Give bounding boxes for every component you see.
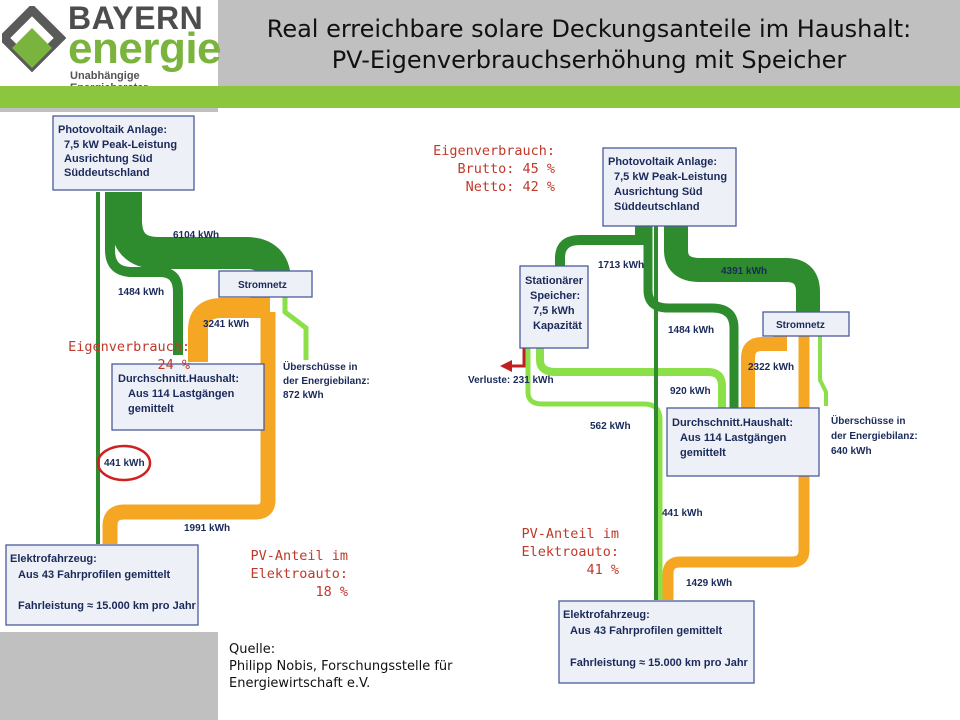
right-house-line-2: gemittelt — [680, 447, 726, 459]
right-storage-line-1: Speicher: — [530, 290, 580, 302]
right-flow-2322 — [741, 336, 787, 408]
left-annot-ev-1: Elektroauto: — [250, 566, 348, 582]
right-storage-line-2: 7,5 kWh — [533, 305, 575, 317]
left-house-line-1: Aus 114 Lastgängen — [128, 388, 235, 400]
left-label-3241: 3241 kWh — [203, 319, 249, 330]
left-pv-line-2: Ausrichtung Süd — [64, 153, 153, 165]
right-annot-self-0: Eigenverbrauch: — [433, 143, 555, 159]
right-surplus-2: 640 kWh — [831, 446, 872, 457]
left-surplus-0: Überschüsse in — [283, 360, 357, 373]
accent-bar — [0, 86, 960, 108]
right-annot-ev-1: Elektroauto: — [521, 544, 619, 560]
right-pv-line-2: Ausrichtung Süd — [614, 186, 703, 198]
right-flow-surplus — [818, 336, 828, 406]
left-flow-1991 — [102, 312, 276, 544]
right-flow-4391 — [664, 226, 820, 314]
left-house-line-0: Durchschnitt.Haushalt: — [118, 373, 239, 385]
left-annot-self-1: 24 % — [157, 357, 190, 373]
left-flow-1484 — [105, 192, 183, 355]
left-flow-6104 — [110, 192, 291, 284]
right-storage-line-3: Kapazität — [533, 320, 582, 332]
right-pv-line-3: Süddeutschland — [614, 201, 700, 213]
right-label-441: 441 kWh — [662, 508, 703, 519]
right-label-1713: 1713 kWh — [598, 260, 644, 271]
left-label-6104: 6104 kWh — [173, 230, 219, 241]
left-highlight-ring — [96, 444, 152, 482]
right-flow-562 — [525, 346, 663, 600]
right-pv-line-1: 7,5 kW Peak-Leistung — [614, 171, 727, 183]
source-line-0: Quelle: — [229, 642, 276, 657]
left-ev-line-1: Aus 43 Fahrprofilen gemittelt — [18, 569, 171, 581]
right-surplus-1: der Energiebilanz: — [831, 431, 918, 442]
left-grid-box — [218, 270, 313, 298]
left-label-1991: 1991 kWh — [184, 523, 230, 534]
left-house-line-2: gemittelt — [128, 403, 174, 415]
left-annot-ev-0: PV-Anteil im — [250, 548, 348, 564]
left-annot-ev-2: 18 % — [315, 584, 348, 600]
right-annot-self-1: Brutto: 45 % — [457, 161, 555, 177]
right-flow-1429 — [662, 336, 810, 600]
right-pv-box — [602, 147, 737, 227]
right-label-4391: 4391 kWh — [721, 266, 767, 277]
left-pv-line-1: 7,5 kW Peak-Leistung — [64, 139, 177, 151]
left-label-441: 441 kWh — [104, 458, 145, 469]
left-pv-line-3: Süddeutschland — [64, 167, 150, 179]
right-label-losses: Verluste: 231 kWh — [468, 375, 554, 386]
right-diagram: Photovoltaik Anlage: 7,5 kW Peak-Leistun… — [433, 143, 918, 684]
right-label-1484: 1484 kWh — [668, 325, 714, 336]
right-grid-box — [762, 311, 850, 337]
left-surplus-2: 872 kWh — [283, 390, 324, 401]
logo: BAYERN energie Unabhängige Energieberate… — [0, 0, 222, 94]
right-label-2322: 2322 kWh — [748, 362, 794, 373]
right-ev-line-1: Aus 43 Fahrprofilen gemittelt — [570, 625, 723, 637]
logo-text-bayern: BAYERN — [68, 0, 204, 36]
left-annot-self-0: Eigenverbrauch: — [68, 339, 190, 355]
title-line-2: PV-Eigenverbrauchserhöhung mit Speicher — [331, 46, 847, 74]
right-ev-box — [558, 600, 755, 684]
right-label-562: 562 kWh — [590, 421, 631, 432]
left-ev-line-0: Elektrofahrzeug: — [10, 553, 97, 565]
right-surplus-0: Überschüsse in — [831, 414, 905, 427]
right-annot-self-2: Netto: 42 % — [466, 179, 555, 195]
right-annot-ev-0: PV-Anteil im — [521, 526, 619, 542]
logo-diamond-icon — [2, 6, 66, 73]
logo-text-energie: energie — [68, 24, 222, 73]
right-house-line-1: Aus 114 Lastgängen — [680, 432, 787, 444]
page-title: Real erreichbare solare Deckungsanteile … — [218, 14, 960, 76]
right-flow-1484 — [643, 226, 739, 408]
left-label-1484: 1484 kWh — [118, 287, 164, 298]
right-house-box — [666, 407, 820, 477]
left-ev-line-2: Fahrleistung ≈ 15.000 km pro Jahr — [18, 600, 197, 612]
right-label-920: 920 kWh — [670, 386, 711, 397]
left-flow-surplus — [282, 296, 309, 360]
left-grid-label: Stromnetz — [238, 280, 287, 291]
right-ev-line-0: Elektrofahrzeug: — [563, 609, 650, 621]
left-pv-box — [52, 115, 195, 191]
right-label-1429: 1429 kWh — [686, 578, 732, 589]
title-line-1: Real erreichbare solare Deckungsanteile … — [266, 15, 912, 43]
source-note: Quelle: Philipp Nobis, Forschungsstelle … — [229, 641, 453, 692]
left-pv-line-0: Photovoltaik Anlage: — [58, 124, 167, 136]
right-flow-920 — [536, 346, 726, 408]
left-ev-box — [5, 544, 199, 626]
right-losses-arrow-icon — [500, 360, 512, 372]
right-flow-losses — [510, 346, 526, 368]
right-storage-box — [519, 265, 589, 349]
source-line-2: Energiewirtschaft e.V. — [229, 676, 371, 691]
left-surplus-1: der Energiebilanz: — [283, 376, 370, 387]
right-annot-ev-2: 41 % — [586, 562, 619, 578]
right-flow-1713 — [555, 226, 645, 268]
right-house-line-0: Durchschnitt.Haushalt: — [672, 417, 793, 429]
left-house-box — [111, 363, 265, 431]
right-pv-line-0: Photovoltaik Anlage: — [608, 156, 717, 168]
right-storage-line-0: Stationärer — [525, 275, 584, 287]
source-line-1: Philipp Nobis, Forschungsstelle für — [229, 659, 453, 674]
left-diagram: Photovoltaik Anlage: 7,5 kW Peak-Leistun… — [0, 112, 370, 632]
left-flow-3241 — [188, 296, 270, 362]
right-grid-label: Stromnetz — [776, 320, 825, 331]
right-ev-line-2: Fahrleistung ≈ 15.000 km pro Jahr — [570, 657, 749, 669]
